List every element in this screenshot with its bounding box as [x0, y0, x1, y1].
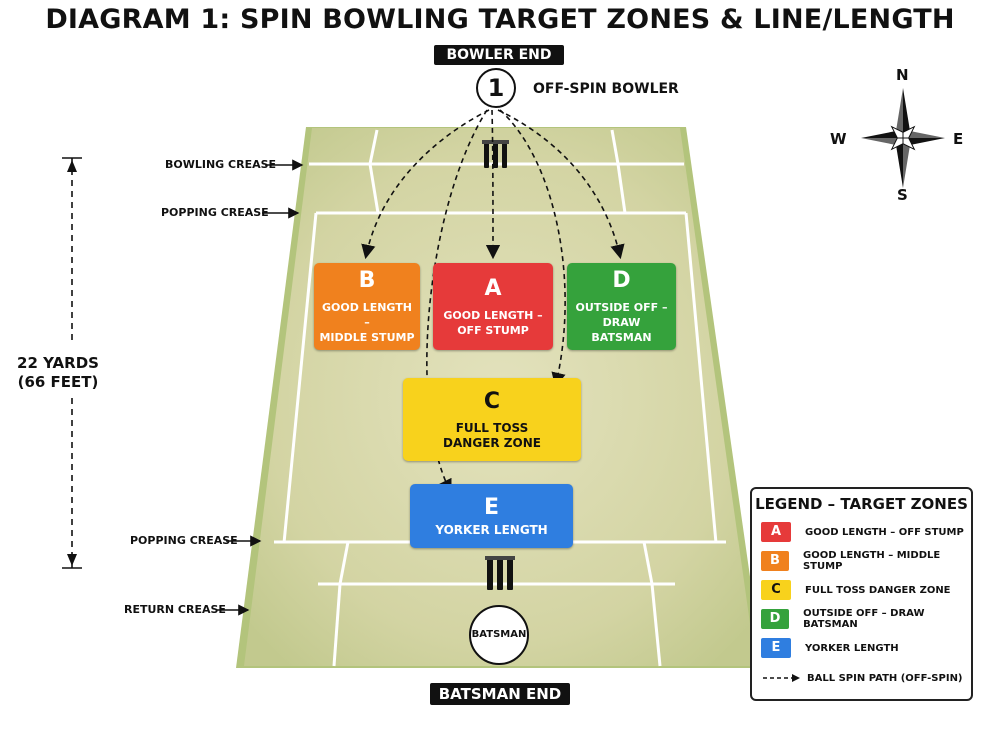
zone-b: B GOOD LENGTH – MIDDLE STUMP — [314, 263, 420, 350]
zone-a-letter: A — [484, 275, 502, 301]
legend-item-a: A GOOD LENGTH – OFF STUMP — [761, 521, 964, 543]
legend-item-e: E YORKER LENGTH — [761, 637, 899, 659]
compass-rose: N S E W — [828, 66, 978, 206]
diagram-title: DIAGRAM 1: SPIN BOWLING TARGET ZONES & L… — [45, 4, 955, 35]
pitch-length-feet: (66 FEET) — [17, 373, 99, 391]
pitch-edge-right — [684, 212, 718, 544]
ball-spin-paths — [361, 109, 625, 494]
zone-b-description: GOOD LENGTH – MIDDLE STUMP — [319, 301, 415, 344]
stumps-bowler-end — [482, 140, 509, 168]
legend-swatch-a: A — [761, 522, 791, 542]
pitch-length-yards: 22 YARDS — [17, 354, 99, 372]
legend-item-c: C FULL TOSS DANGER ZONE — [761, 579, 951, 601]
spin-path-to-a — [485, 109, 501, 260]
legend-text-c: FULL TOSS DANGER ZONE — [805, 584, 951, 596]
return-crease-top-left — [368, 129, 379, 165]
spin-path-to-c — [499, 109, 566, 388]
stumps-batsman-end — [485, 556, 515, 590]
bowler-end-label: BOWLER END — [434, 45, 564, 65]
bowler-label: OFF-SPIN BOWLER — [533, 81, 679, 97]
crease-label-arrows — [216, 159, 304, 616]
zone-b-letter: B — [358, 268, 376, 293]
return-crease-label: RETURN CREASE — [124, 603, 226, 616]
legend-text-e: YORKER LENGTH — [805, 642, 899, 654]
legend-text-b: GOOD LENGTH – MIDDLE STUMP — [802, 550, 941, 572]
zone-c-letter: C — [483, 388, 501, 414]
legend-swatch-b: B — [761, 551, 789, 571]
distance-marker — [62, 157, 82, 569]
zone-e: E YORKER LENGTH — [410, 484, 573, 548]
spin-path-to-b — [361, 109, 490, 260]
zone-d-description: OUTSIDE OFF – DRAW BATSMAN — [575, 301, 668, 344]
batsman-marker: BATSMAN — [469, 605, 529, 665]
return-crease-top-right — [610, 129, 620, 165]
compass-star-icon — [861, 88, 945, 188]
batsman-end-label: BATSMAN END — [430, 683, 570, 705]
dashed-arrow-icon — [763, 674, 800, 682]
legend-item-path: BALL SPIN PATH (OFF-SPIN) — [761, 667, 963, 689]
bowler-marker: 1 — [476, 68, 516, 108]
legend-item-d: D OUTSIDE OFF – DRAW BATSMAN — [761, 608, 971, 630]
compass-east: E — [953, 130, 964, 148]
legend-box: LEGEND – TARGET ZONES A GOOD LENGTH – OF… — [750, 487, 973, 701]
compass-south: S — [897, 186, 908, 204]
legend-text-a: GOOD LENGTH – OFF STUMP — [805, 526, 964, 538]
popping-crease-bottom-label: POPPING CREASE — [130, 534, 238, 547]
legend-text-path: BALL SPIN PATH (OFF-SPIN) — [807, 672, 963, 684]
compass-west: W — [830, 130, 847, 148]
zone-e-description: YORKER LENGTH — [435, 522, 548, 537]
zone-d-letter: D — [612, 268, 631, 293]
pitch-length-label: 22 YARDS (66 FEET) — [8, 354, 108, 392]
zone-e-letter: E — [483, 494, 500, 520]
compass-north: N — [896, 66, 909, 84]
zone-a: A GOOD LENGTH – OFF STUMP — [433, 263, 553, 350]
spin-path-to-e — [426, 109, 488, 494]
legend-swatch-e: E — [761, 638, 791, 658]
legend-swatch-d: D — [761, 609, 790, 629]
legend-text-d: OUTSIDE OFF – DRAW BATSMAN — [803, 608, 925, 630]
legend-title: LEGEND – TARGET ZONES — [755, 495, 968, 513]
popping-crease-top-label: POPPING CREASE — [161, 206, 269, 219]
pitch-edge-left — [282, 212, 318, 544]
spin-path-to-d — [497, 109, 625, 260]
bowling-crease-label: BOWLING CREASE — [165, 158, 277, 171]
zone-a-description: GOOD LENGTH – OFF STUMP — [443, 308, 543, 337]
legend-item-b: B GOOD LENGTH – MIDDLE STUMP — [761, 550, 971, 572]
zone-c-description: FULL TOSS DANGER ZONE — [443, 420, 541, 450]
legend-swatch-c: C — [761, 580, 791, 600]
zone-c: C FULL TOSS DANGER ZONE — [403, 378, 581, 461]
zone-d: D OUTSIDE OFF – DRAW BATSMAN — [567, 263, 676, 350]
